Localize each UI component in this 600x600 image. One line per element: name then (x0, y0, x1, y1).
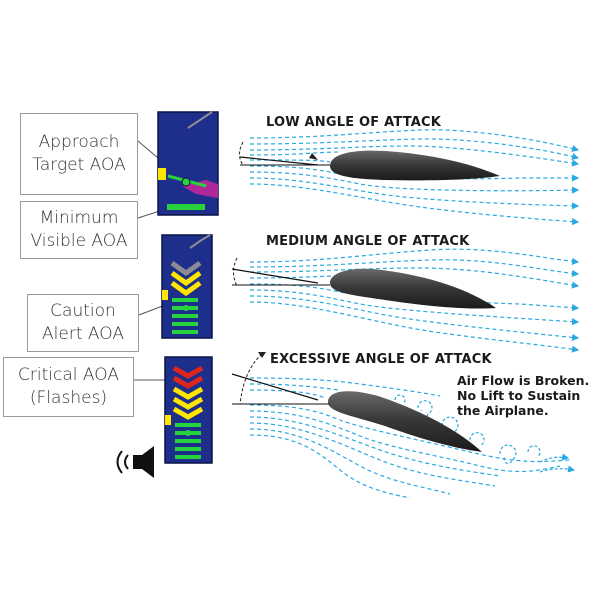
chord-line-excessive (231, 373, 319, 401)
airfoil-low (330, 150, 500, 181)
callout-caution-line1: Caution (50, 301, 116, 321)
aoa-indicator-excessive (164, 356, 213, 464)
callout-approach-line2: Target AOA (32, 155, 126, 175)
heading-low-aoa: LOW ANGLE OF ATTACK (266, 115, 442, 130)
cursor-arrow-icon (309, 153, 318, 160)
callout-minimum-line1: Minimum (39, 208, 119, 228)
aoa-indicator-medium (161, 234, 213, 339)
chord-line-low (239, 156, 319, 166)
speaker-icon (116, 446, 154, 478)
aoa-arc-medium (233, 257, 238, 287)
callout-approach-target-aoa: Approach Target AOA (20, 113, 138, 195)
aoa-arc-low (239, 141, 244, 166)
aoa-arc-excessive (239, 353, 263, 405)
heading-excessive-aoa: EXCESSIVE ANGLE OF ATTACK (270, 352, 492, 367)
heading-medium-aoa: MEDIUM ANGLE OF ATTACK (266, 234, 470, 249)
airflow-broken-note: Air Flow is Broken. No Lift to Sustain t… (457, 373, 589, 418)
note-line2: No Lift to Sustain (457, 388, 581, 403)
callout-minimum-visible-aoa: Minimum Visible AOA (20, 201, 138, 259)
callout-critical-line1: Critical AOA (18, 365, 119, 385)
callout-caution-alert-aoa: Caution Alert AOA (27, 294, 139, 352)
callout-approach-line1: Approach (38, 132, 120, 152)
callout-critical-aoa: Critical AOA (Flashes) (3, 357, 134, 417)
airflow-excessive (249, 377, 571, 499)
note-line3: the Airplane. (457, 403, 549, 418)
arc-arrowhead-icon (258, 352, 266, 358)
airfoil-excessive (328, 391, 482, 452)
chord-line-medium (231, 268, 319, 284)
note-line1: Air Flow is Broken. (457, 373, 590, 388)
airfoil-medium (330, 268, 496, 309)
callout-caution-line2: Alert AOA (42, 324, 124, 344)
aoa-indicator-low (157, 111, 219, 216)
callout-minimum-line2: Visible AOA (30, 231, 128, 251)
callout-critical-line2: (Flashes) (29, 388, 108, 408)
